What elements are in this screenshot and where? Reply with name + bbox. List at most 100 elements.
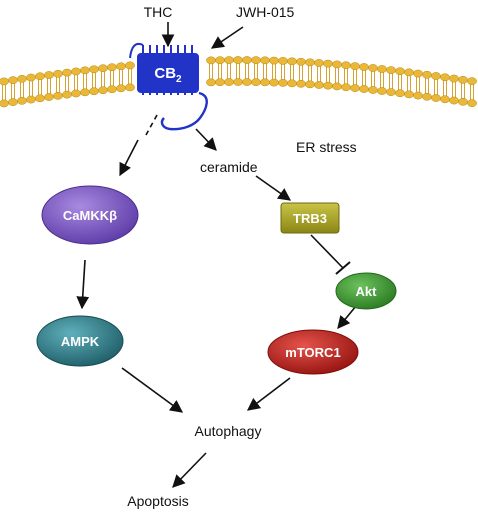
node-ampk-label: AMPK [61, 334, 100, 349]
cb2-receptor-tail [160, 91, 208, 131]
arrow-jwh-to-cb2 [210, 26, 244, 49]
lipid-head [467, 77, 477, 85]
arrow-mtorc1-to-autophagy [246, 377, 291, 411]
node-trb3: TRB3 [280, 202, 340, 234]
lipid-head [107, 85, 117, 94]
lipid-head [413, 69, 423, 78]
node-mtorc1: mTORC1 [267, 329, 359, 375]
lipid-head [287, 79, 297, 88]
lipid-head [269, 78, 279, 87]
lipid-head [413, 91, 423, 100]
lipid-head [26, 73, 36, 82]
lipid-tail [398, 74, 402, 91]
lipid-head [422, 92, 432, 101]
cb2-receptor-body [137, 53, 199, 93]
lipid-head [314, 81, 324, 89]
node-akt-shape [335, 272, 397, 310]
lipid-head [386, 88, 396, 96]
cb2-receptor: CB2 [129, 42, 208, 131]
lipid-head [71, 89, 81, 98]
lipid-head [296, 57, 306, 66]
node-camkkb: CaMKKβ [41, 185, 139, 245]
lipid-tail [308, 65, 312, 82]
lipid-head [233, 56, 243, 64]
lipid-head [368, 64, 378, 72]
lipid-head [53, 91, 63, 100]
lipid-tail [11, 83, 15, 100]
lipid-tail [281, 63, 285, 80]
lipid-tail [470, 84, 474, 101]
lipid-head [44, 93, 54, 101]
lipid-head [35, 94, 45, 103]
lipid-tail [128, 68, 132, 85]
lipid-head [287, 57, 297, 66]
lipid-head [395, 67, 405, 76]
lipid-head [341, 83, 351, 92]
lipid-head [8, 98, 18, 106]
lipid-tail [263, 63, 267, 80]
arrow-cb2-to-camkkb [119, 139, 139, 177]
lipid-head [404, 90, 414, 99]
lipid-head [323, 59, 333, 68]
lipid-tail [371, 70, 375, 87]
arrow-camkkb-to-ampk [76, 259, 90, 310]
lipid-tail [380, 72, 384, 89]
lipid-tail [92, 72, 96, 89]
lipid-head [224, 56, 234, 64]
lipid-tail [101, 71, 105, 88]
lipid-head [80, 88, 90, 97]
lipid-head [89, 65, 99, 74]
lipid-head [26, 95, 36, 104]
apoptosis-label: Apoptosis [127, 493, 188, 509]
lipid-head [80, 66, 90, 75]
lipid-head [215, 56, 225, 65]
lipid-tail [425, 77, 429, 94]
inhibit-bar [335, 261, 351, 275]
lipid-head [251, 78, 261, 86]
lipid-head [332, 82, 342, 91]
arrow-ampk-to-autophagy [121, 367, 184, 413]
jwh-015-label: JWH-015 [236, 4, 295, 20]
lipid-head [278, 79, 288, 87]
lipid-tail [344, 68, 348, 85]
lipid-head [395, 89, 405, 98]
lipid-tail [407, 75, 411, 92]
lipid-tail [317, 65, 321, 82]
lipid-head [260, 78, 270, 87]
lipid-tail [416, 76, 420, 93]
lipid-head [116, 62, 126, 71]
node-mtorc1-shape [267, 329, 359, 375]
ceramide-label: ceramide [200, 159, 258, 175]
node-akt: Akt [335, 272, 397, 310]
lipid-head [269, 56, 279, 65]
node-camkkb-shape [41, 185, 139, 245]
lipid-tail [236, 63, 240, 80]
lipid-head [350, 84, 360, 92]
lipid-tail [461, 82, 465, 99]
lipid-head [377, 87, 387, 95]
node-ampk: AMPK [36, 315, 124, 367]
inhibit-trb3-to-akt [310, 234, 344, 269]
lipid-head [242, 56, 252, 64]
arrow-cb2-to-ceramide [195, 128, 217, 151]
lipid-tail [47, 78, 51, 95]
lipid-tail [2, 84, 6, 101]
node-akt-label: Akt [356, 284, 378, 299]
lipid-head [368, 86, 378, 94]
cell-membrane [0, 56, 477, 108]
lipid-head [449, 74, 459, 83]
lipid-head [44, 71, 54, 79]
lipid-head [359, 63, 369, 71]
lipid-tail [353, 69, 357, 86]
lipid-head [17, 96, 27, 105]
lipid-head [215, 78, 225, 87]
lipid-head [260, 56, 270, 65]
lipid-tail [443, 80, 447, 97]
lipid-tail [434, 79, 438, 96]
lipid-tail [65, 75, 69, 92]
lipid-tail [254, 63, 258, 80]
lipid-tail [389, 73, 393, 90]
node-mtorc1-label: mTORC1 [285, 345, 340, 360]
lipid-head [404, 68, 414, 77]
